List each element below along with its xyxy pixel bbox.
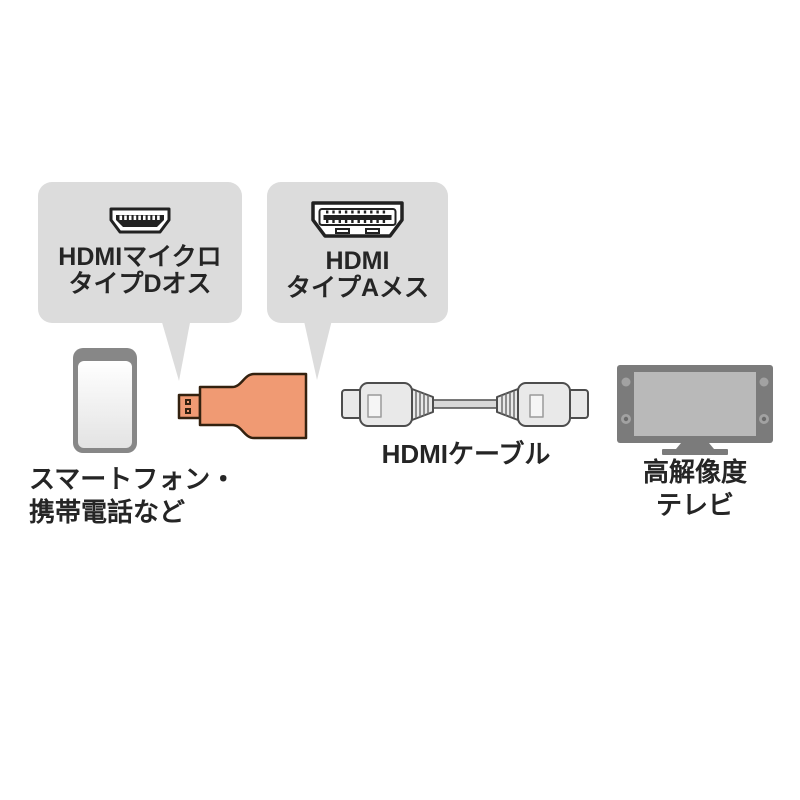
hdmi-cable-label: HDMIケーブル xyxy=(381,439,551,469)
bubble-hdmi-type-a-label-line1: HDMI xyxy=(325,247,390,275)
smartphone-label-line1: スマートフォン・ xyxy=(29,464,237,494)
tv-stand-base xyxy=(662,449,728,455)
cable-strain-left xyxy=(411,388,434,421)
bubble-tail-left xyxy=(159,312,192,381)
tv-speaker-dot xyxy=(759,377,769,387)
hdmi-micro-connector-icon xyxy=(108,204,172,236)
bubble-hdmi-type-a-label-line2: タイプAメス xyxy=(285,274,430,302)
tv-screen xyxy=(634,372,756,436)
tv-illustration xyxy=(617,365,773,455)
cable-strain-right xyxy=(496,388,519,421)
bubble-hdmi-micro-label-line1: HDMIマイクロ xyxy=(58,243,222,271)
tv-label-line2: テレビ xyxy=(655,490,734,520)
bubble-hdmi-micro-label-line2: タイプDオス xyxy=(68,270,212,298)
smartphone-label: スマートフォン・ 携帯電話など xyxy=(29,463,236,529)
tv-label-line1: 高解像度 xyxy=(642,457,747,487)
cable-ribs xyxy=(415,391,515,418)
hdmi-cable-illustration xyxy=(341,382,589,427)
tv-speaker-dot xyxy=(621,377,631,387)
tv-label: 高解像度 テレビ xyxy=(610,456,780,522)
cable-plug-body-right xyxy=(517,382,571,427)
hdmi-type-a-connector-icon xyxy=(310,200,405,240)
speech-bubble-hdmi-type-a: HDMI タイプAメス xyxy=(267,182,448,323)
smartphone-illustration xyxy=(73,348,137,453)
tv-stand-neck xyxy=(676,443,714,449)
speech-bubble-hdmi-micro: HDMIマイクロ タイプDオス xyxy=(38,182,242,323)
smartphone-label-line2: 携帯電話など xyxy=(29,497,186,527)
bubble-tail-right xyxy=(302,312,334,380)
cable-cord xyxy=(430,399,500,409)
adapter-pin-holes xyxy=(187,401,189,412)
hdmi-adapter-illustration xyxy=(177,372,308,440)
